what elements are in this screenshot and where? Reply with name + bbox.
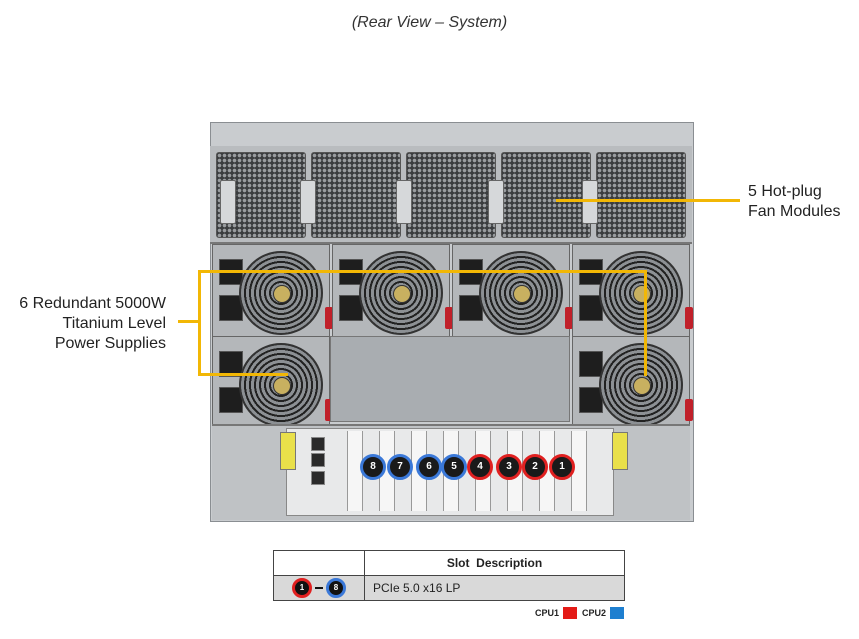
psu-release-tab: [685, 399, 693, 421]
psu-release-tab: [325, 307, 333, 329]
slot-description: PCIe 5.0 x16 LP: [364, 575, 625, 601]
fan-module: [311, 152, 401, 238]
power-socket: [579, 351, 603, 377]
slot-range-from: 1: [292, 578, 312, 598]
slot-badge-5: 5: [441, 454, 467, 480]
fan-module-bay: [210, 146, 692, 244]
psu-release-tab: [445, 307, 453, 329]
fan-handle: [488, 180, 504, 224]
slot-badge-4: 4: [467, 454, 493, 480]
ethernet-port: [311, 471, 325, 485]
fan-handle: [396, 180, 412, 224]
psu-callout-line2: Titanium Level: [62, 315, 166, 332]
psu-callout-bottom: [198, 373, 288, 376]
slot-badge-7: 7: [387, 454, 413, 480]
fan-callout-line: [556, 199, 740, 202]
power-supply: [572, 244, 693, 338]
psu-fan-icon: [599, 343, 683, 427]
slot-badge-2: 2: [522, 454, 548, 480]
fan-handle: [582, 180, 598, 224]
psu-callout-line3: Power Supplies: [54, 335, 166, 352]
legend-cpu1-swatch: [563, 607, 577, 619]
psu-callout-text: 6 Redundant 5000W Titanium Level Power S…: [0, 294, 166, 354]
legend-cpu2-label: CPU2: [582, 608, 607, 618]
slot-badge-1: 1: [549, 454, 575, 480]
ethernet-port: [311, 453, 325, 467]
power-supply: [452, 244, 573, 338]
psu-fan-icon: [239, 251, 323, 335]
latch-left: [280, 432, 296, 470]
ethernet-port: [311, 437, 325, 451]
fan-module: [501, 152, 591, 238]
legend-cpu1-label: CPU1: [535, 608, 560, 618]
psu-callout-right: [644, 270, 647, 376]
psu-fan-icon: [239, 343, 323, 427]
power-supply: [332, 244, 453, 338]
fan-callout-text: 5 Hot-plug Fan Modules: [748, 182, 841, 222]
psu-fan-icon: [359, 251, 443, 335]
slot-badge-6: 6: [416, 454, 442, 480]
fan-callout-line2: Fan Modules: [748, 203, 841, 220]
psu-fan-icon: [479, 251, 563, 335]
slot-range-to: 8: [326, 578, 346, 598]
psu-callout-top: [198, 270, 646, 273]
diagram-title: (Rear View – System): [351, 14, 508, 31]
slot-badge-8: 8: [360, 454, 386, 480]
psu-release-tab: [325, 399, 333, 421]
latch-right: [612, 432, 628, 470]
psu-release-tab: [685, 307, 693, 329]
fan-callout-line1: 5 Hot-plug: [748, 183, 822, 200]
fan-handle: [220, 180, 236, 224]
table-corner: [273, 550, 365, 576]
power-supply: [572, 336, 693, 430]
legend-cpu2-swatch: [610, 607, 624, 619]
fan-module: [596, 152, 686, 238]
fan-handle: [300, 180, 316, 224]
power-socket: [219, 351, 243, 377]
fan-module: [406, 152, 496, 238]
psu-fan-icon: [599, 251, 683, 335]
table-header: Slot Description: [364, 550, 625, 576]
slot-badge-3: 3: [496, 454, 522, 480]
power-supply: [212, 244, 333, 338]
blank-panel: [330, 336, 570, 422]
psu-callout-line1: 6 Redundant 5000W: [19, 295, 166, 312]
psu-callout-vertical: [198, 270, 201, 375]
psu-release-tab: [565, 307, 573, 329]
psu-callout-stub: [178, 320, 200, 323]
power-supply: [212, 336, 333, 430]
